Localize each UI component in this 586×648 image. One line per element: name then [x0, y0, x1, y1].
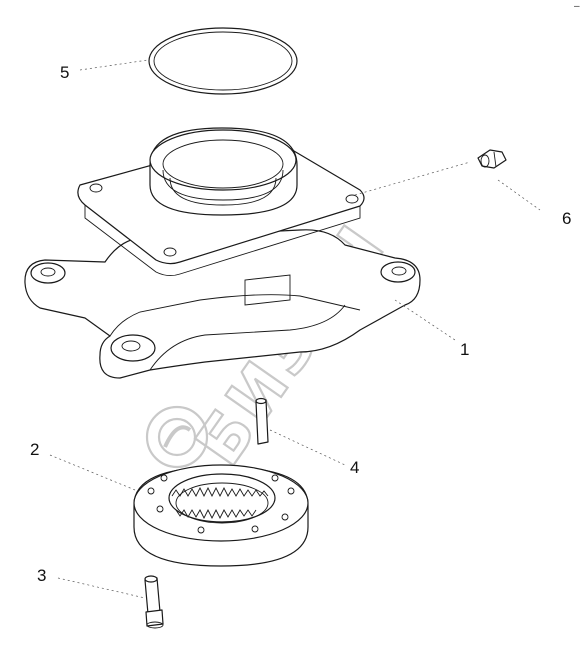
part-1-housing	[24, 127, 421, 379]
part-5-o-ring	[148, 27, 298, 95]
callout-2: 2	[30, 440, 39, 459]
callout-5: 5	[60, 63, 69, 82]
part-6-fitting	[477, 149, 507, 169]
callout-1: 1	[460, 340, 469, 359]
callout-6: 6	[562, 209, 571, 228]
corner-mark: –	[574, 1, 580, 12]
watermark-logo-icon	[145, 405, 209, 469]
part-4-pin	[255, 397, 269, 445]
callout-4: 4	[350, 458, 359, 477]
part-2-splined-ring	[133, 464, 309, 567]
callout-3: 3	[37, 566, 46, 585]
part-3-screw	[144, 575, 164, 629]
leader-lines	[49, 59, 541, 599]
